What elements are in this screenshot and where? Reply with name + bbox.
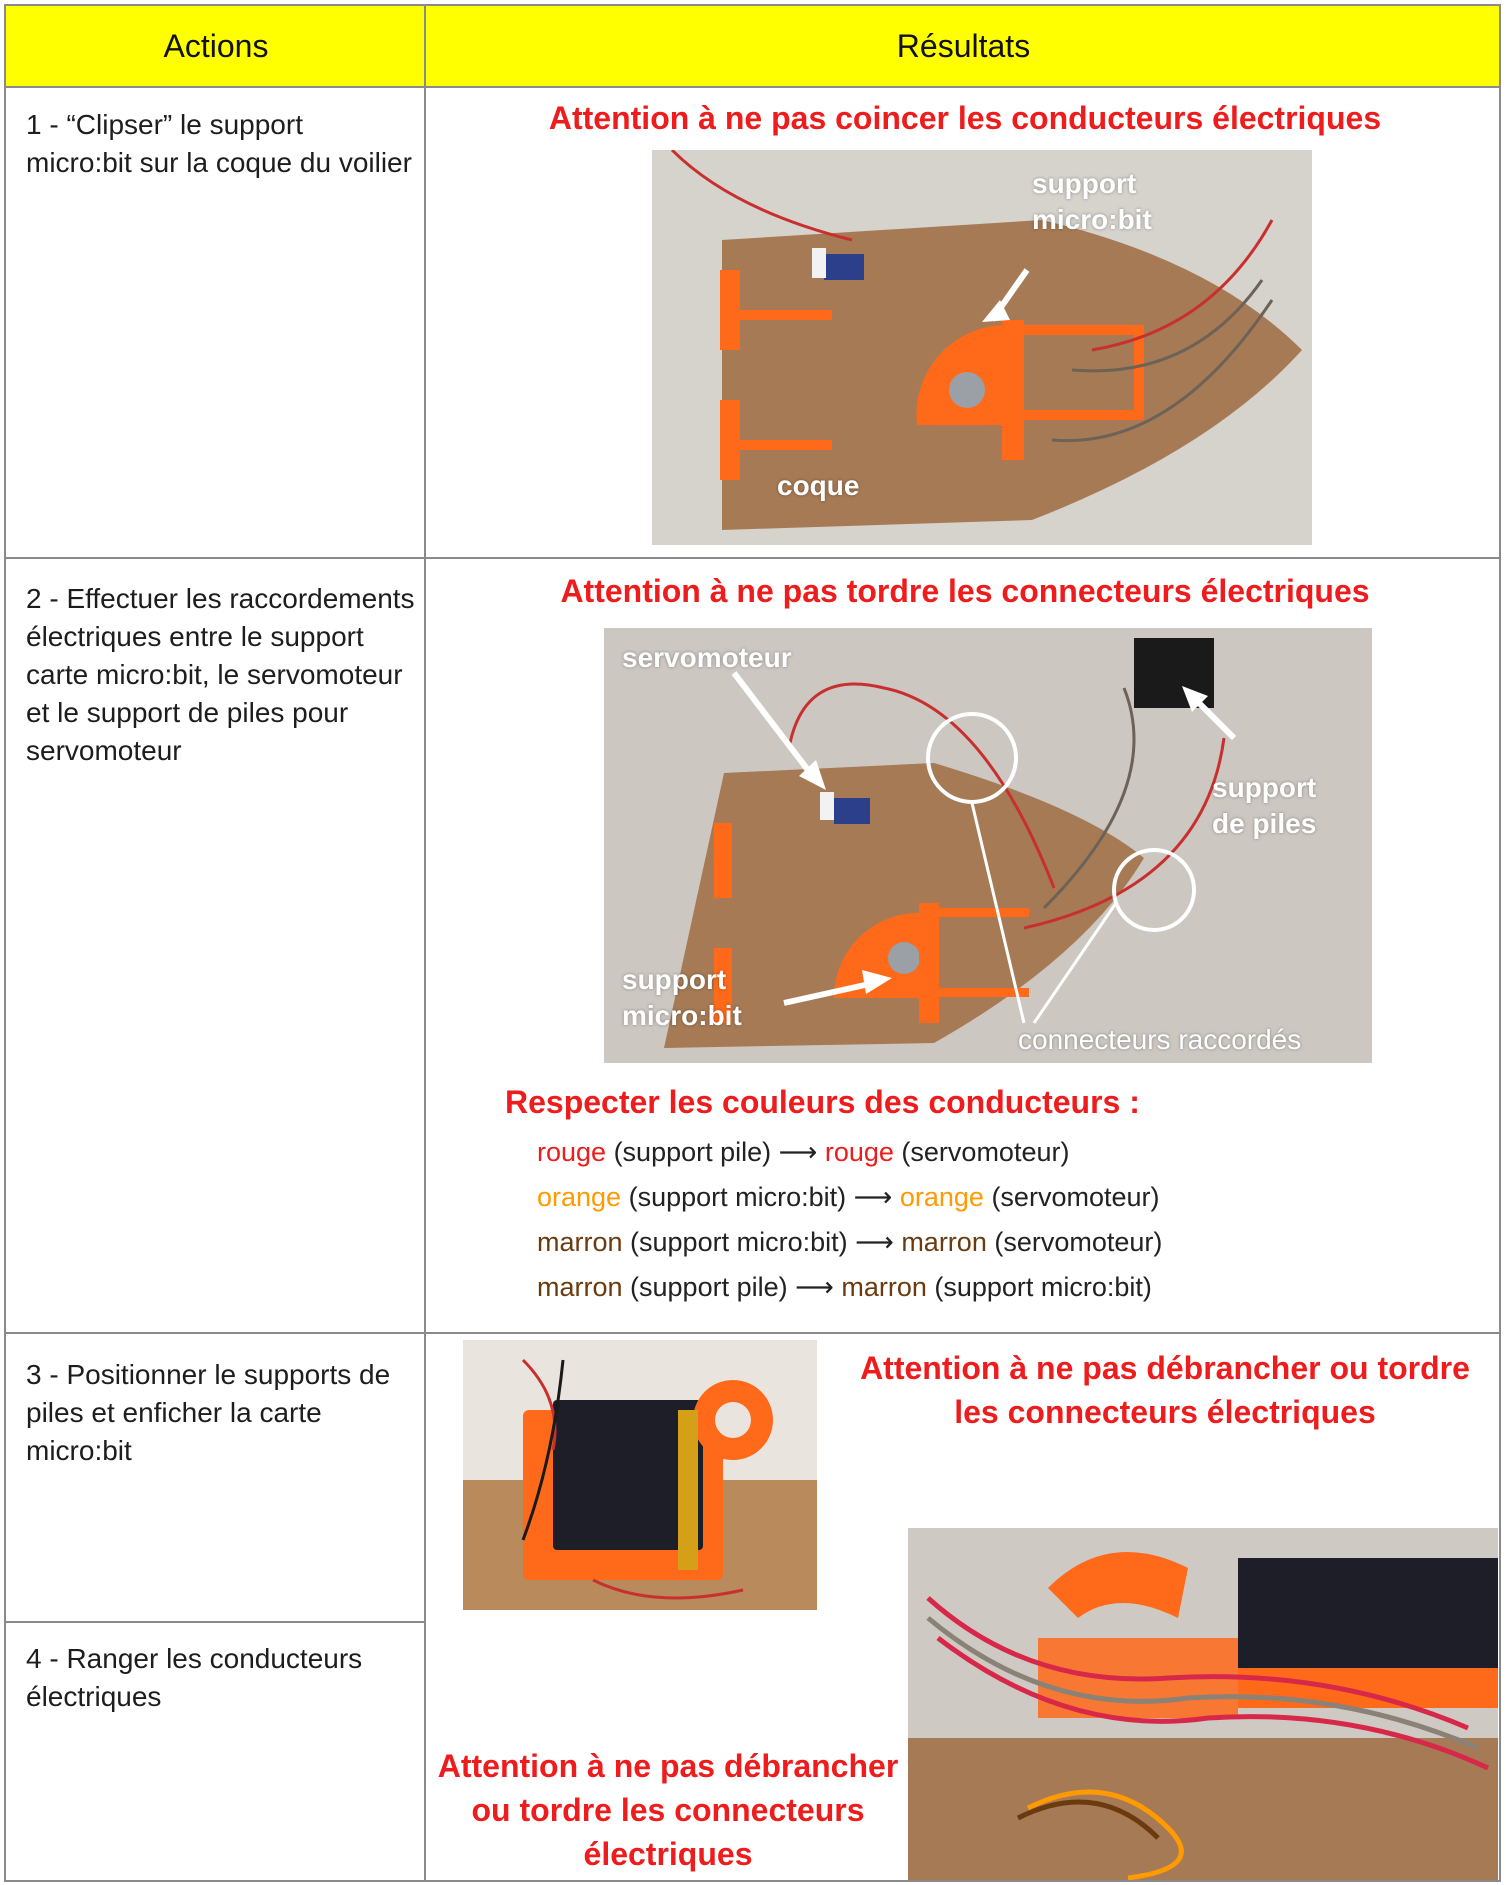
- wiring-photo: servomoteur support de piles support mic…: [604, 628, 1372, 1063]
- warning-step-3: Attention à ne pas débrancher ou tordre …: [860, 1350, 1470, 1430]
- warning-step-1: Attention à ne pas coincer les conducteu…: [548, 100, 1382, 136]
- label-support-microbit: support micro:bit: [1032, 168, 1152, 235]
- color-rule: marron (support pile) ⟶ marron (support …: [537, 1265, 1162, 1310]
- grid-line: [1499, 4, 1501, 1882]
- instructions-table: Actions Résultats: [4, 4, 1501, 1882]
- warning-step-2: Attention à ne pas tordre les connecteur…: [560, 573, 1370, 609]
- color-word: orange: [899, 1182, 984, 1212]
- grid-line: [4, 1621, 426, 1623]
- header-actions: Actions: [163, 27, 269, 64]
- header-results: Résultats: [896, 27, 1031, 64]
- grid-line: [4, 4, 6, 1882]
- color-word: rouge: [537, 1137, 607, 1167]
- color-rule-text: (support pile) ⟶: [606, 1137, 825, 1167]
- color-word: marron: [537, 1227, 623, 1257]
- color-rule: rouge (support pile) ⟶ rouge (servomoteu…: [537, 1130, 1162, 1175]
- color-word: marron: [841, 1272, 927, 1302]
- color-word: orange: [537, 1182, 622, 1212]
- colors-title: Respecter les couleurs des conducteurs :: [505, 1084, 1140, 1120]
- action-step-4: 4 - Ranger les conducteurs électriques: [26, 1643, 363, 1712]
- color-word: marron: [537, 1272, 623, 1302]
- color-rule-text: (servomoteur): [983, 1182, 1160, 1212]
- microbit-photo: [463, 1340, 817, 1610]
- grid-line: [4, 1880, 1501, 1882]
- color-rule-text: (support micro:bit) ⟶: [621, 1182, 900, 1212]
- label-coque: coque: [777, 470, 860, 501]
- color-word: marron: [901, 1227, 987, 1257]
- warning-step-4: Attention à ne pas débrancher ou tordre …: [437, 1748, 899, 1872]
- color-rule: orange (support micro:bit) ⟶ orange (ser…: [537, 1175, 1162, 1220]
- color-rule-text: (servomoteur): [986, 1227, 1163, 1257]
- color-rule-text: (support micro:bit) ⟶: [622, 1227, 902, 1257]
- color-word: rouge: [824, 1137, 894, 1167]
- label-support-piles: support de piles: [1212, 772, 1317, 839]
- grid-line: [424, 4, 426, 1882]
- table-header: Actions Résultats: [6, 6, 1499, 86]
- cables-photo: [908, 1528, 1498, 1880]
- color-rule-text: (servomoteur): [893, 1137, 1070, 1167]
- grid-line: [4, 86, 1501, 88]
- color-rule-text: (support pile) ⟶: [622, 1272, 842, 1302]
- grid-line: [4, 4, 1501, 6]
- action-step-3: 3 - Positionner le supports de piles et …: [26, 1359, 391, 1466]
- label-connecteurs: connecteurs raccordés: [1018, 1024, 1302, 1055]
- color-rule-text: (support micro:bit): [926, 1272, 1152, 1302]
- action-step-2: 2 - Effectuer les raccordements électriq…: [26, 583, 415, 766]
- label-support-microbit-2: support micro:bit: [622, 964, 742, 1031]
- color-rules-list: rouge (support pile) ⟶ rouge (servomoteu…: [537, 1130, 1162, 1310]
- grid-line: [4, 557, 1501, 559]
- boat-hull-photo: support micro:bit coque: [652, 150, 1312, 545]
- action-step-1: 1 - “Clipser” le support micro:bit sur l…: [26, 109, 412, 178]
- color-rule: marron (support micro:bit) ⟶ marron (ser…: [537, 1220, 1162, 1265]
- grid-line: [4, 1332, 1501, 1334]
- label-servomoteur: servomoteur: [622, 642, 792, 673]
